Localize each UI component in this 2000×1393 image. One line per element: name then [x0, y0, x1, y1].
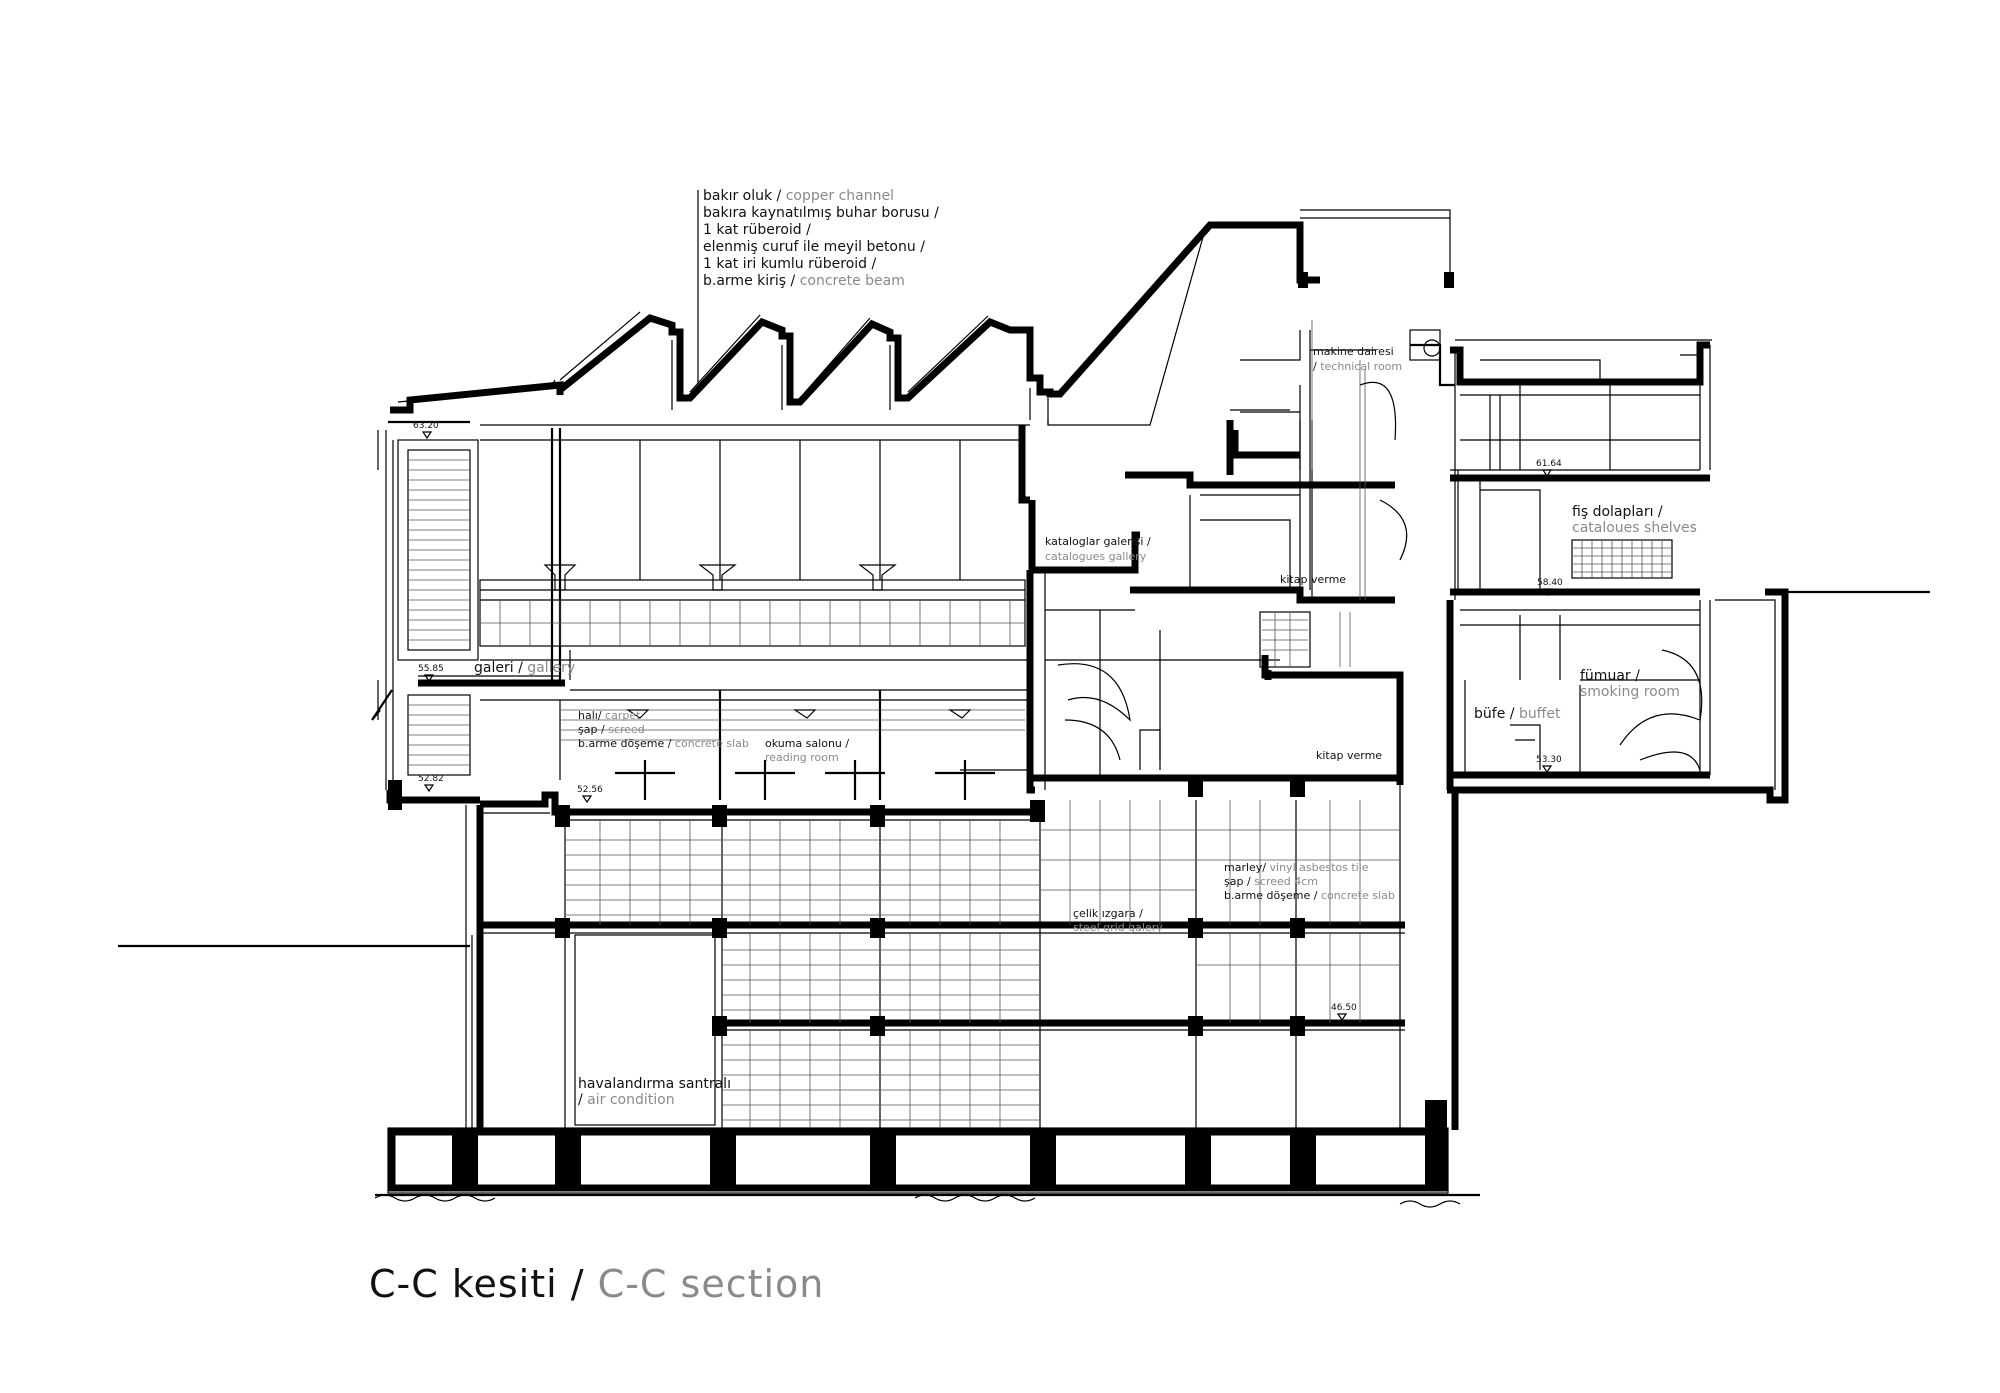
level-53-30: 53.30: [1536, 755, 1562, 765]
level-marker-icon: [1541, 765, 1553, 774]
roof-note-line-5: 1 kat iri kumlu rüberoid /: [703, 256, 876, 272]
label-catalogue-shelves-en: cataloues shelves: [1572, 520, 1697, 536]
label-catalogues-gallery-en: catalogues gallery: [1045, 550, 1147, 563]
label-catalogue-shelves-tr: fiş dolapları /: [1572, 504, 1663, 520]
level-marker-icon: [1541, 469, 1553, 478]
level-52-56: 52.56: [577, 785, 603, 795]
level-marker-icon: [421, 431, 433, 440]
roof-note-line-4: elenmiş curuf ile meyil betonu /: [703, 239, 925, 255]
label-circulation-lower: kitap verme: [1316, 749, 1382, 762]
roof-note-line-3: 1 kat rüberoid /: [703, 222, 811, 238]
label-circulation-upper: kitap verme: [1280, 573, 1346, 586]
sawtooth-roof: [390, 190, 1455, 426]
label-buffet: büfe / buffet: [1474, 706, 1561, 722]
level-61-64: 61.64: [1536, 459, 1562, 469]
east-wing: [1446, 339, 1789, 1130]
label-air-condition-tr: havalandırma santralı: [578, 1076, 731, 1092]
level-marker-icon: [581, 795, 593, 804]
roof-note: bakır oluk / copper channel bakıra kayna…: [703, 188, 939, 289]
floor-note-reading-line-3: b.arme döşeme / concrete slab: [578, 737, 749, 750]
label-air-condition-en: / air condition: [578, 1092, 675, 1108]
level-55-85: 55.85: [418, 664, 444, 674]
level-58-40: 58.40: [1537, 578, 1563, 588]
central-tower: [1018, 320, 1408, 794]
floor-note-stack-line-3: b.arme döşeme / concrete slab: [1224, 889, 1395, 902]
floor-note-reading-line-2: şap / screed: [578, 723, 645, 736]
floor-note-reading: halı/ carpet şap / screed b.arme döşeme …: [578, 709, 749, 750]
floor-note-stack-line-1: marley/ vinyl asbestos tile: [1224, 861, 1369, 874]
level-marker-icon: [423, 784, 435, 793]
foundation: [374, 1100, 1461, 1208]
label-smoking-room-tr: fümuar /: [1580, 668, 1640, 684]
level-63-20: 63.20: [413, 421, 439, 431]
label-steel-grid-tr: çelik ızgara /: [1073, 907, 1143, 920]
roof-note-line-6: b.arme kiriş / concrete beam: [703, 273, 905, 289]
level-52-82: 52.82: [418, 774, 444, 784]
label-smoking-room-en: smoking room: [1580, 684, 1680, 700]
level-marker-icon: [1542, 588, 1554, 597]
label-reading-room-en: reading room: [765, 751, 839, 764]
ground-lines: [118, 590, 1930, 1197]
label-reading-room-tr: okuma salonu /: [765, 737, 849, 750]
label-technical-room-en: / technical room: [1313, 360, 1402, 373]
room-labels: makine dairesi / technical room katalogl…: [474, 345, 1697, 1108]
label-technical-room-tr: makine dairesi: [1313, 345, 1394, 358]
level-markers: 63.20 55.85 52.82 52.56 61.64 58.40 53.3…: [413, 421, 1563, 1022]
label-catalogues-gallery-tr: kataloglar galerisi /: [1045, 535, 1151, 548]
reading-hall: [418, 424, 1035, 821]
label-gallery: galeri / gallery: [474, 660, 575, 676]
drawing-title: C-C kesiti / C-C section: [369, 1262, 824, 1306]
level-46-50: 46.50: [1331, 1003, 1357, 1013]
floor-note-stack-line-2: şap / screed 4cm: [1224, 875, 1318, 888]
label-steel-grid-en: steel grid galery: [1073, 921, 1163, 934]
level-marker-icon: [1336, 1013, 1348, 1022]
roof-note-line-2: bakıra kaynatılmış buhar borusu /: [703, 205, 939, 221]
level-marker-icon: [423, 674, 435, 683]
floor-note-stack: marley/ vinyl asbestos tile şap / screed…: [1224, 861, 1395, 902]
floor-note-reading-line-1: halı/ carpet: [578, 709, 641, 722]
roof-note-line-1: bakır oluk / copper channel: [703, 188, 894, 204]
